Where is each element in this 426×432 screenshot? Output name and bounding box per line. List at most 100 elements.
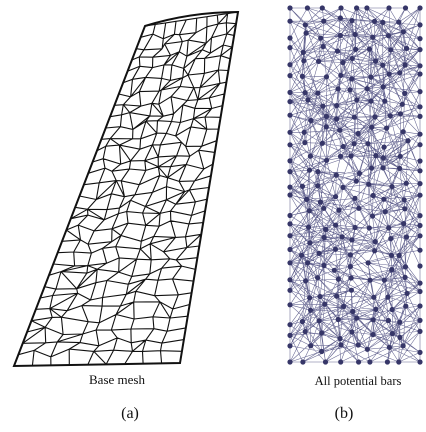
bar-node: [386, 225, 392, 231]
bar-node: [348, 153, 354, 159]
bar-node: [347, 87, 353, 93]
bar-node: [381, 144, 387, 150]
bar-node: [404, 45, 410, 52]
bar-node: [403, 234, 410, 240]
bar-node: [389, 184, 395, 190]
bar-node: [385, 294, 391, 300]
bar-node: [400, 29, 406, 35]
bar-node: [337, 335, 343, 342]
bar-node: [366, 46, 373, 52]
bar-node: [405, 138, 411, 144]
bar-node: [403, 303, 409, 309]
bar-node: [340, 143, 346, 150]
bar-node: [402, 206, 408, 212]
bar-node: [364, 346, 370, 352]
bar-node: [382, 209, 388, 215]
bar-node: [417, 328, 423, 334]
bar-node: [331, 267, 337, 273]
bar-node: [321, 234, 327, 241]
bar-node: [318, 35, 324, 41]
bar-node: [381, 196, 387, 202]
bar-node: [381, 277, 387, 283]
bar-node: [338, 5, 344, 11]
bar-node: [305, 224, 312, 230]
bar-node: [324, 157, 330, 163]
bar-node: [287, 343, 293, 349]
bar-node: [287, 332, 293, 338]
bar-node: [417, 5, 423, 11]
bar-node: [397, 153, 403, 159]
bar-node: [380, 155, 386, 161]
bar-node: [417, 263, 423, 269]
bar-node: [339, 234, 345, 240]
bar-node: [372, 239, 378, 245]
bar-node: [365, 141, 371, 147]
bar-node: [367, 277, 373, 283]
bar-node: [316, 250, 322, 256]
potential-bars-drawing: [287, 5, 423, 365]
bar-node: [353, 178, 359, 184]
bar-node: [385, 317, 391, 324]
bar-node: [287, 233, 293, 239]
bar-node: [307, 240, 313, 246]
bar-node: [349, 76, 355, 82]
bar-node: [316, 318, 322, 324]
bar-node: [387, 113, 393, 119]
bar-node: [301, 129, 307, 135]
bar-node: [335, 276, 341, 282]
bar-node: [287, 277, 293, 283]
bar-node: [333, 194, 339, 200]
bar-node: [417, 113, 423, 119]
bar-node: [287, 35, 293, 41]
bar-node: [370, 34, 376, 40]
bar-node: [402, 5, 409, 11]
bar-node: [353, 46, 359, 53]
bar-node: [397, 319, 403, 325]
bar-node: [332, 246, 339, 252]
bar-node: [417, 303, 423, 309]
bar-node: [417, 213, 423, 219]
base-mesh-caption: Base mesh: [89, 372, 145, 387]
bar-node: [322, 359, 329, 365]
bar-node: [380, 62, 386, 68]
bar-node: [287, 142, 293, 148]
bar-node: [300, 49, 306, 56]
bar-node: [323, 113, 330, 119]
bar-node: [380, 19, 386, 25]
bar-node: [384, 359, 390, 365]
bar-node: [316, 58, 322, 64]
bar-node: [397, 165, 403, 171]
bar-node: [321, 18, 327, 24]
bar-node: [307, 153, 313, 159]
bar-node: [315, 275, 321, 281]
base-mesh-edges: [13, 11, 239, 367]
bar-node: [315, 169, 321, 175]
bar-node: [372, 248, 378, 254]
bar-node: [317, 293, 323, 300]
panel-b-label: (b): [334, 405, 354, 422]
bar-node: [287, 212, 293, 219]
bar-node: [287, 287, 293, 293]
bar-node: [334, 293, 340, 299]
bar-node: [333, 222, 339, 228]
bar-node: [368, 74, 374, 80]
bar-node: [302, 22, 308, 28]
bar-node: [396, 19, 402, 25]
bar-node: [319, 140, 325, 146]
bar-node: [299, 73, 305, 79]
bar-node: [370, 317, 376, 323]
bar-node: [303, 278, 309, 284]
bar-node: [380, 165, 386, 171]
bar-node: [354, 315, 360, 321]
bar-node: [355, 130, 361, 137]
bar-node: [287, 302, 293, 308]
bar-node: [417, 192, 423, 198]
bar-node: [337, 32, 343, 39]
bar-node: [323, 74, 330, 80]
bar-node: [373, 153, 379, 159]
bar-node: [382, 98, 388, 104]
bar-node: [287, 221, 293, 227]
bar-node: [302, 90, 308, 96]
bar-node: [340, 184, 346, 190]
bar-node: [305, 97, 311, 103]
